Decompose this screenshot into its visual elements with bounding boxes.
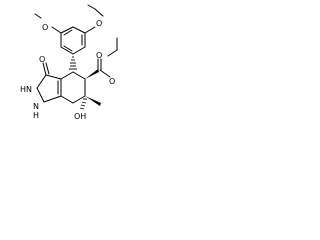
ketone-double-bond <box>42 62 50 76</box>
methoxy-top-o-label: O <box>96 19 102 28</box>
methyl-wedge-bond <box>85 96 101 106</box>
pyrazolone-ring <box>36 74 62 103</box>
methoxy-left <box>34 13 62 34</box>
ketone-o-label: O <box>39 55 45 64</box>
ester-wedge-bond <box>85 69 99 79</box>
nh-top-label: HN <box>20 85 32 94</box>
n-bottom-label: N <box>33 102 39 111</box>
ester-carbonyl-o-label: O <box>96 51 102 60</box>
h-on-n-label: H <box>33 111 39 120</box>
aryl-c4-hashed-bond <box>69 56 77 70</box>
ester-ether-o-label: O <box>109 77 115 86</box>
ester-group <box>97 37 118 78</box>
methoxy-left-o-label: O <box>42 23 48 32</box>
oh-label: OH <box>74 112 86 121</box>
methoxy-top <box>84 4 104 34</box>
cyclohexene-ring <box>57 71 86 104</box>
molecule-structure-diagram: O O O HN N H <box>20 4 118 121</box>
aryl-ring <box>60 26 86 55</box>
oh-hashed-bond <box>79 98 87 110</box>
